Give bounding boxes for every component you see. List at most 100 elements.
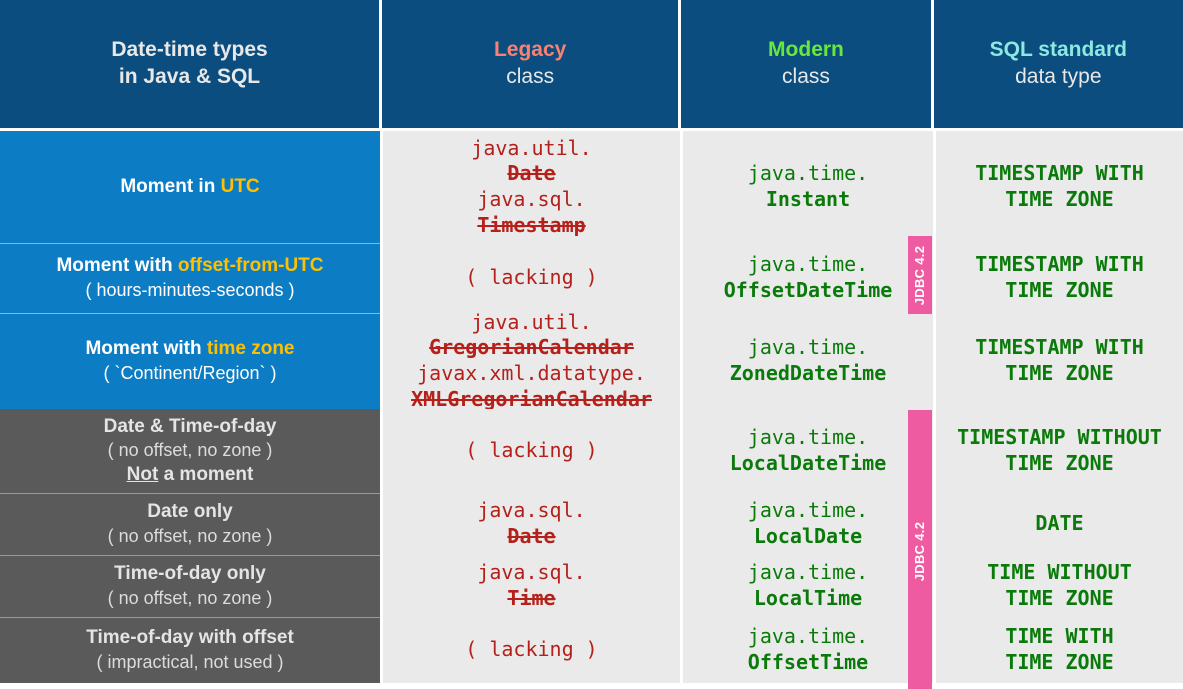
legacy-class-name: GregorianCalendar xyxy=(429,335,634,360)
table-row: Time-of-day with offset ( impractical, no… xyxy=(0,617,1183,683)
legacy-package-name: java.sql. xyxy=(477,498,586,523)
modern-class-name: LocalTime xyxy=(753,586,863,610)
row-label-title: Moment with time zone xyxy=(85,338,295,360)
modern-package-name: java.time. xyxy=(747,498,869,523)
sql-type-cell: TIMESTAMP WITH TIME ZONE xyxy=(936,243,1183,313)
row-label-subtitle: ( `Continent/Region` ) xyxy=(103,363,277,384)
jdbc-badge-lower: JDBC 4.2 xyxy=(908,410,932,689)
row-label-cell: Time-of-day with offset ( impractical, no… xyxy=(0,617,380,683)
jdbc-badge-upper-label: JDBC 4.2 xyxy=(912,245,928,305)
table-header-row: Date-time types in Java & SQL Legacy cla… xyxy=(0,0,1183,128)
modern-class-name: LocalDateTime xyxy=(729,451,887,475)
row-label-cell: Moment with time zone ( `Continent/Region… xyxy=(0,313,380,409)
table-row: Moment with time zone ( `Continent/Region… xyxy=(0,309,1183,411)
jdbc-badge-lower-label: JDBC 4.2 xyxy=(912,521,928,581)
legacy-package-name: java.util. xyxy=(471,309,592,334)
row-label-title: Date only xyxy=(147,501,233,523)
sql-type-name: TIMESTAMP WITH TIME ZONE xyxy=(975,161,1144,211)
sql-type-cell: TIME WITH TIME ZONE xyxy=(936,617,1183,683)
row-label-subtitle: ( no offset, no zone ) xyxy=(107,440,273,461)
modern-package-name: java.time. xyxy=(747,560,869,585)
legacy-class-cell: java.sql.Date xyxy=(383,493,680,555)
modern-class-cell: java.time.LocalTime xyxy=(683,555,933,617)
modern-class-cell: java.time.OffsetTime xyxy=(683,617,933,683)
modern-package-name: java.time. xyxy=(747,161,869,186)
modern-class-cell: java.time.LocalDate xyxy=(683,493,933,555)
table-row: Date only ( no offset, no zone ) java.sql.… xyxy=(0,493,1183,555)
row-label-title: Time-of-day with offset xyxy=(86,627,294,649)
row-label-title: Moment with offset-from-UTC xyxy=(56,255,324,277)
legacy-class-name: Time xyxy=(507,586,556,610)
row-label-subtitle: ( hours-minutes-seconds ) xyxy=(85,280,295,301)
modern-class-name: OffsetDateTime xyxy=(723,278,893,302)
table-row: Moment with offset-from-UTC ( hours-minut… xyxy=(0,243,1183,313)
modern-class-cell: java.time.OffsetDateTime xyxy=(683,243,933,313)
row-label-title: Time-of-day only xyxy=(114,563,266,585)
header-sql-title: SQL standard xyxy=(989,38,1127,62)
row-label-highlight: time zone xyxy=(206,338,295,360)
row-label-title: Moment in UTC xyxy=(120,175,260,197)
row-label-cell: Date only ( no offset, no zone ) xyxy=(0,493,380,555)
sql-type-cell: DATE xyxy=(936,493,1183,555)
legacy-lacking-label: ( lacking ) xyxy=(465,265,598,290)
row-label-cell: Time-of-day only ( no offset, no zone ) xyxy=(0,555,380,617)
modern-package-name: java.time. xyxy=(747,252,869,277)
legacy-class-name: Date xyxy=(507,161,556,186)
legacy-package-name: java.sql. xyxy=(477,187,586,211)
sql-type-name: TIME WITHOUT TIME ZONE xyxy=(987,560,1132,610)
row-label-cell: Date & Time-of-day ( no offset, no zone )… xyxy=(0,409,380,493)
sql-type-name: TIMESTAMP WITH TIME ZONE xyxy=(975,335,1144,385)
header-modern-title: Modern xyxy=(768,38,844,62)
sql-type-name: TIME WITH TIME ZONE xyxy=(1005,624,1114,674)
legacy-class-cell: java.sql.Time xyxy=(383,555,680,617)
header-cell-category: Date-time types in Java & SQL xyxy=(0,0,380,128)
header-category-line1: Date-time types xyxy=(111,38,268,62)
legacy-package-name: java.sql. xyxy=(477,560,586,585)
modern-class-cell: java.time.ZonedDateTime xyxy=(683,313,933,409)
sql-type-cell: TIMESTAMP WITH TIME ZONE xyxy=(936,131,1183,243)
modern-package-name: java.time. xyxy=(747,425,869,450)
table-row: Date & Time-of-day ( no offset, no zone )… xyxy=(0,409,1183,493)
table-row: Time-of-day only ( no offset, no zone ) ja… xyxy=(0,555,1183,617)
legacy-class-name: Timestamp xyxy=(477,212,586,237)
sql-type-name: DATE xyxy=(1035,511,1084,536)
modern-class-cell: java.time.LocalDateTime xyxy=(683,409,933,493)
sql-type-cell: TIMESTAMP WITH TIME ZONE xyxy=(936,313,1183,409)
row-label-cell: Moment with offset-from-UTC ( hours-minut… xyxy=(0,243,380,313)
sql-type-cell: TIMESTAMP WITHOUT TIME ZONE xyxy=(936,409,1183,493)
legacy-lacking-label: ( lacking ) xyxy=(465,438,598,463)
row-label-subtitle: ( no offset, no zone ) xyxy=(107,588,273,609)
table-body: JDBC 4.2 JDBC 4.2 Moment in UTC java.util… xyxy=(0,131,1183,689)
header-separator xyxy=(0,128,1183,131)
row-label-title: Date & Time-of-day xyxy=(103,415,277,437)
header-modern-subtitle: class xyxy=(782,65,830,88)
header-legacy-title: Legacy xyxy=(493,38,567,62)
sql-type-cell: TIME WITHOUT TIME ZONE xyxy=(936,555,1183,617)
header-cell-modern: Modern class xyxy=(681,0,931,128)
legacy-class-name: Date xyxy=(507,524,556,548)
legacy-class-cell: ( lacking ) xyxy=(383,409,680,493)
row-label-highlight: UTC xyxy=(220,175,260,197)
row-label-subtitle: ( no offset, no zone ) xyxy=(107,526,273,547)
row-label-cell: Moment in UTC xyxy=(0,131,380,243)
header-legacy-subtitle: class xyxy=(506,65,555,88)
modern-class-name: LocalDate xyxy=(753,524,863,548)
header-cell-sql: SQL standard data type xyxy=(933,0,1183,128)
header-category-line2: in Java & SQL xyxy=(118,65,261,88)
legacy-class-cell: ( lacking ) xyxy=(383,243,680,313)
modern-package-name: java.time. xyxy=(747,624,869,649)
sql-type-name: TIMESTAMP WITHOUT TIME ZONE xyxy=(957,425,1162,475)
modern-package-name: java.time. xyxy=(747,335,869,360)
sql-type-name: TIMESTAMP WITH TIME ZONE xyxy=(975,252,1144,302)
legacy-class-cell: ( lacking ) xyxy=(383,617,680,683)
modern-class-name: ZonedDateTime xyxy=(729,361,887,385)
row-label-subtitle: ( impractical, not used ) xyxy=(96,652,284,673)
legacy-package-name: javax.xml.datatype. xyxy=(417,361,646,385)
jdbc-badge-upper: JDBC 4.2 xyxy=(908,236,932,314)
row-label-highlight: offset-from-UTC xyxy=(177,255,324,277)
modern-class-name: OffsetTime xyxy=(747,650,869,674)
